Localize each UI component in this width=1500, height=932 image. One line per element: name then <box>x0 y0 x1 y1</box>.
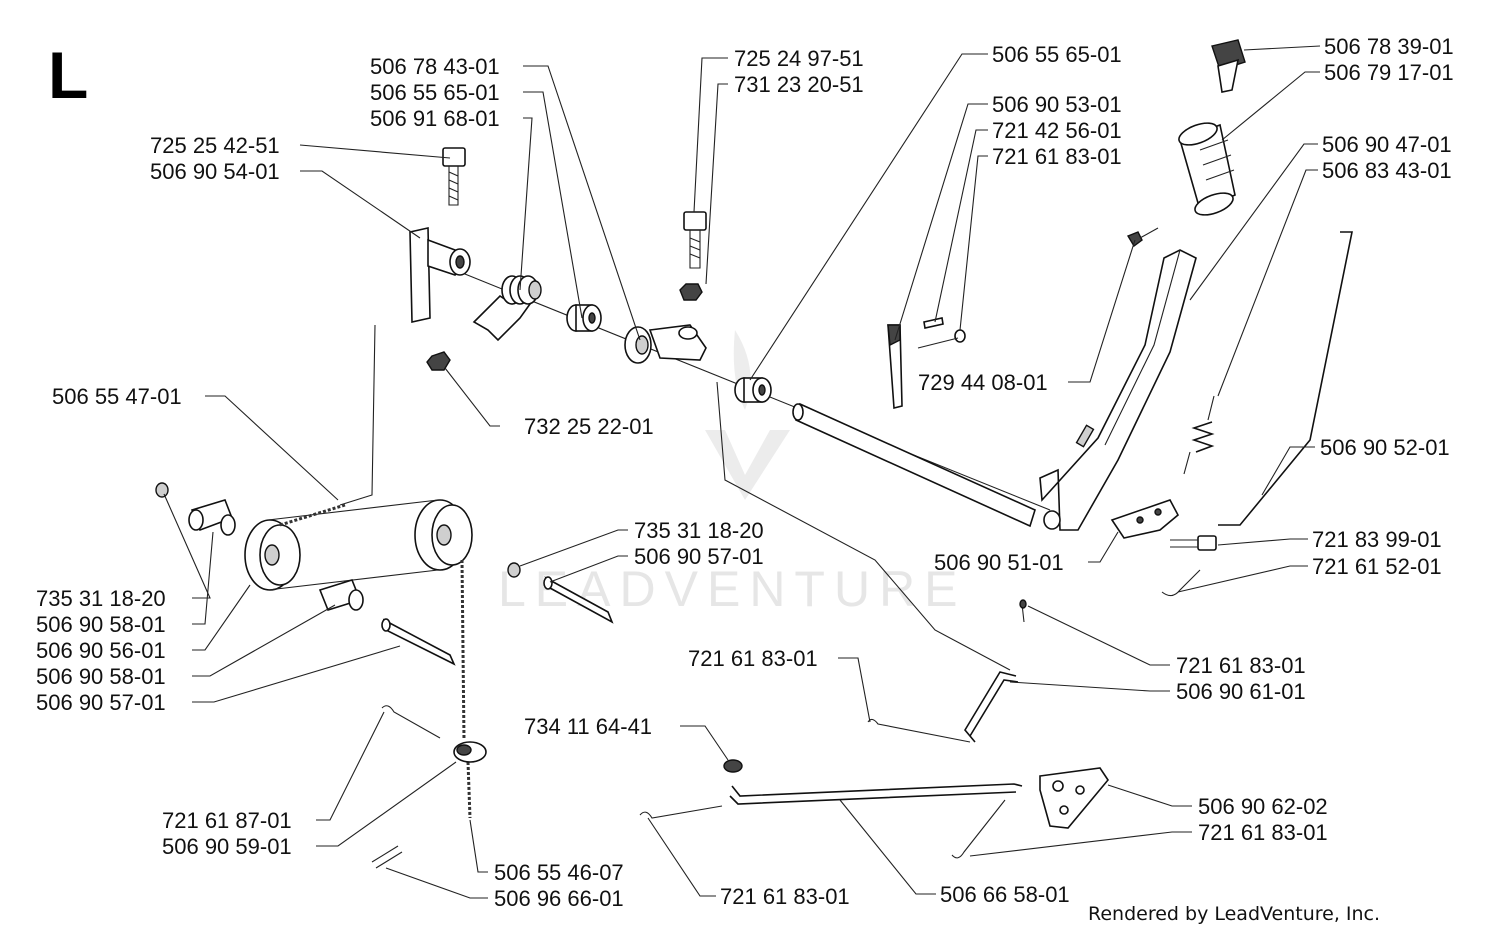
lever-knob <box>1211 39 1246 93</box>
label-735-31-18-20-a: 735 31 18-20 <box>634 518 764 543</box>
label-725-24-97-51: 725 24 97-51 <box>734 46 864 71</box>
pin-lower-left <box>381 618 456 666</box>
label-506-55-65-01-b: 506 55 65-01 <box>992 42 1122 67</box>
watermark-text: LEADVENTURE <box>498 561 967 617</box>
tension-spring <box>1183 395 1215 475</box>
label-721-42-56-01: 721 42 56-01 <box>992 118 1122 143</box>
chain-leader <box>339 324 376 506</box>
credit-text: Rendered by LeadVenture, Inc. <box>1088 903 1380 925</box>
label-506-90-53-01: 506 90 53-01 <box>992 92 1122 117</box>
label-506-90-47-01: 506 90 47-01 <box>1322 132 1452 157</box>
torsion-spring <box>472 275 542 342</box>
cotter-pin-lower-right <box>951 799 1006 859</box>
pulley-left <box>244 519 301 591</box>
section-letter: L <box>48 38 88 112</box>
label-506-78-43-01: 506 78 43-01 <box>370 54 500 79</box>
label-721-61-83-01-e: 721 61 83-01 <box>720 884 850 909</box>
label-732-25-22-01: 732 25 22-01 <box>524 414 654 439</box>
label-506-91-68-01: 506 91 68-01 <box>370 106 500 131</box>
cross-shaft <box>792 402 1036 528</box>
label-506-96-66-01: 506 96 66-01 <box>494 886 624 911</box>
chain <box>279 503 472 819</box>
label-506-90-58-01-a: 506 90 58-01 <box>36 612 166 637</box>
bolt-top-left <box>442 147 466 206</box>
label-506-90-54-01: 506 90 54-01 <box>150 159 280 184</box>
upper-rod <box>1218 231 1353 526</box>
cotter-pin-center-lower <box>867 718 971 743</box>
label-506-55-65-01-a: 506 55 65-01 <box>370 80 500 105</box>
pin-center <box>543 576 614 624</box>
label-721-61-87-01: 721 61 87-01 <box>162 808 292 833</box>
label-506-83-43-01: 506 83 43-01 <box>1322 158 1452 183</box>
leader-lines <box>163 45 1321 899</box>
label-721-61-83-01-d: 721 61 83-01 <box>1198 820 1328 845</box>
label-506-66-58-01: 506 66 58-01 <box>940 882 1070 907</box>
pulley-right <box>414 499 473 571</box>
pivot-arm <box>624 324 707 364</box>
screw-small <box>1126 227 1159 248</box>
watermark: LEADVENTURE <box>498 330 967 617</box>
label-506-90-57-01-a: 506 90 57-01 <box>634 544 764 569</box>
label-506-90-61-01: 506 90 61-01 <box>1176 679 1306 704</box>
cotter-pin-left-lower <box>639 805 723 819</box>
label-506-55-46-07: 506 55 46-07 <box>494 860 624 885</box>
long-rod <box>729 783 1023 805</box>
label-506-78-39-01: 506 78 39-01 <box>1324 34 1454 59</box>
label-735-31-18-20-b: 735 31 18-20 <box>36 586 166 611</box>
label-721-61-83-01-c: 721 61 83-01 <box>688 646 818 671</box>
label-506-90-57-01-b: 506 90 57-01 <box>36 690 166 715</box>
bushing-upper-left <box>566 304 602 332</box>
label-506-79-17-01: 506 79 17-01 <box>1324 60 1454 85</box>
label-506-90-62-02: 506 90 62-02 <box>1198 794 1328 819</box>
assembly-leader <box>716 381 1011 671</box>
lower-bell-plate <box>1039 767 1109 829</box>
label-506-55-47-01: 506 55 47-01 <box>52 384 182 409</box>
label-725-25-42-51: 725 25 42-51 <box>150 133 280 158</box>
lift-lever <box>1039 249 1197 531</box>
label-721-61-83-01-b: 721 61 83-01 <box>1176 653 1306 678</box>
washer-lower <box>723 759 743 773</box>
cotter-pin-right <box>1161 569 1201 597</box>
idler-pulley <box>453 741 487 763</box>
bushing-center <box>734 377 772 403</box>
indicator-plate <box>887 324 903 410</box>
bolt-top-center <box>679 211 707 301</box>
lower-link-rod <box>964 671 1019 743</box>
spacer-lower <box>318 579 364 611</box>
label-721-83-99-01: 721 83 99-01 <box>1312 527 1442 552</box>
label-506-90-58-01-b: 506 90 58-01 <box>36 664 166 689</box>
label-506-90-51-01: 506 90 51-01 <box>934 550 1064 575</box>
link-plate <box>1110 499 1180 539</box>
spacer-left <box>188 499 236 536</box>
nut-lower <box>426 351 451 371</box>
label-734-11-64-41: 734 11 64-41 <box>524 714 652 739</box>
label-506-90-59-01: 506 90 59-01 <box>162 834 292 859</box>
label-506-90-52-01: 506 90 52-01 <box>1320 435 1450 460</box>
pivot-bracket <box>409 227 471 323</box>
lever-grip <box>1178 122 1236 216</box>
label-506-90-56-01: 506 90 56-01 <box>36 638 166 663</box>
label-731-23-20-51: 731 23 20-51 <box>734 72 864 97</box>
pin-right-small <box>1019 599 1027 623</box>
pins-center <box>917 317 966 349</box>
clip-center <box>507 562 521 578</box>
label-721-61-83-01-a: 721 61 83-01 <box>992 144 1122 169</box>
clevis-pin-lower <box>371 845 403 869</box>
clip-left <box>155 482 169 498</box>
belt <box>267 499 439 591</box>
bolt-right <box>1170 535 1217 551</box>
label-729-44-08-01: 729 44 08-01 <box>918 370 1048 395</box>
label-721-61-52-01: 721 61 52-01 <box>1312 554 1442 579</box>
cotter-pin-lower-left <box>381 705 441 739</box>
